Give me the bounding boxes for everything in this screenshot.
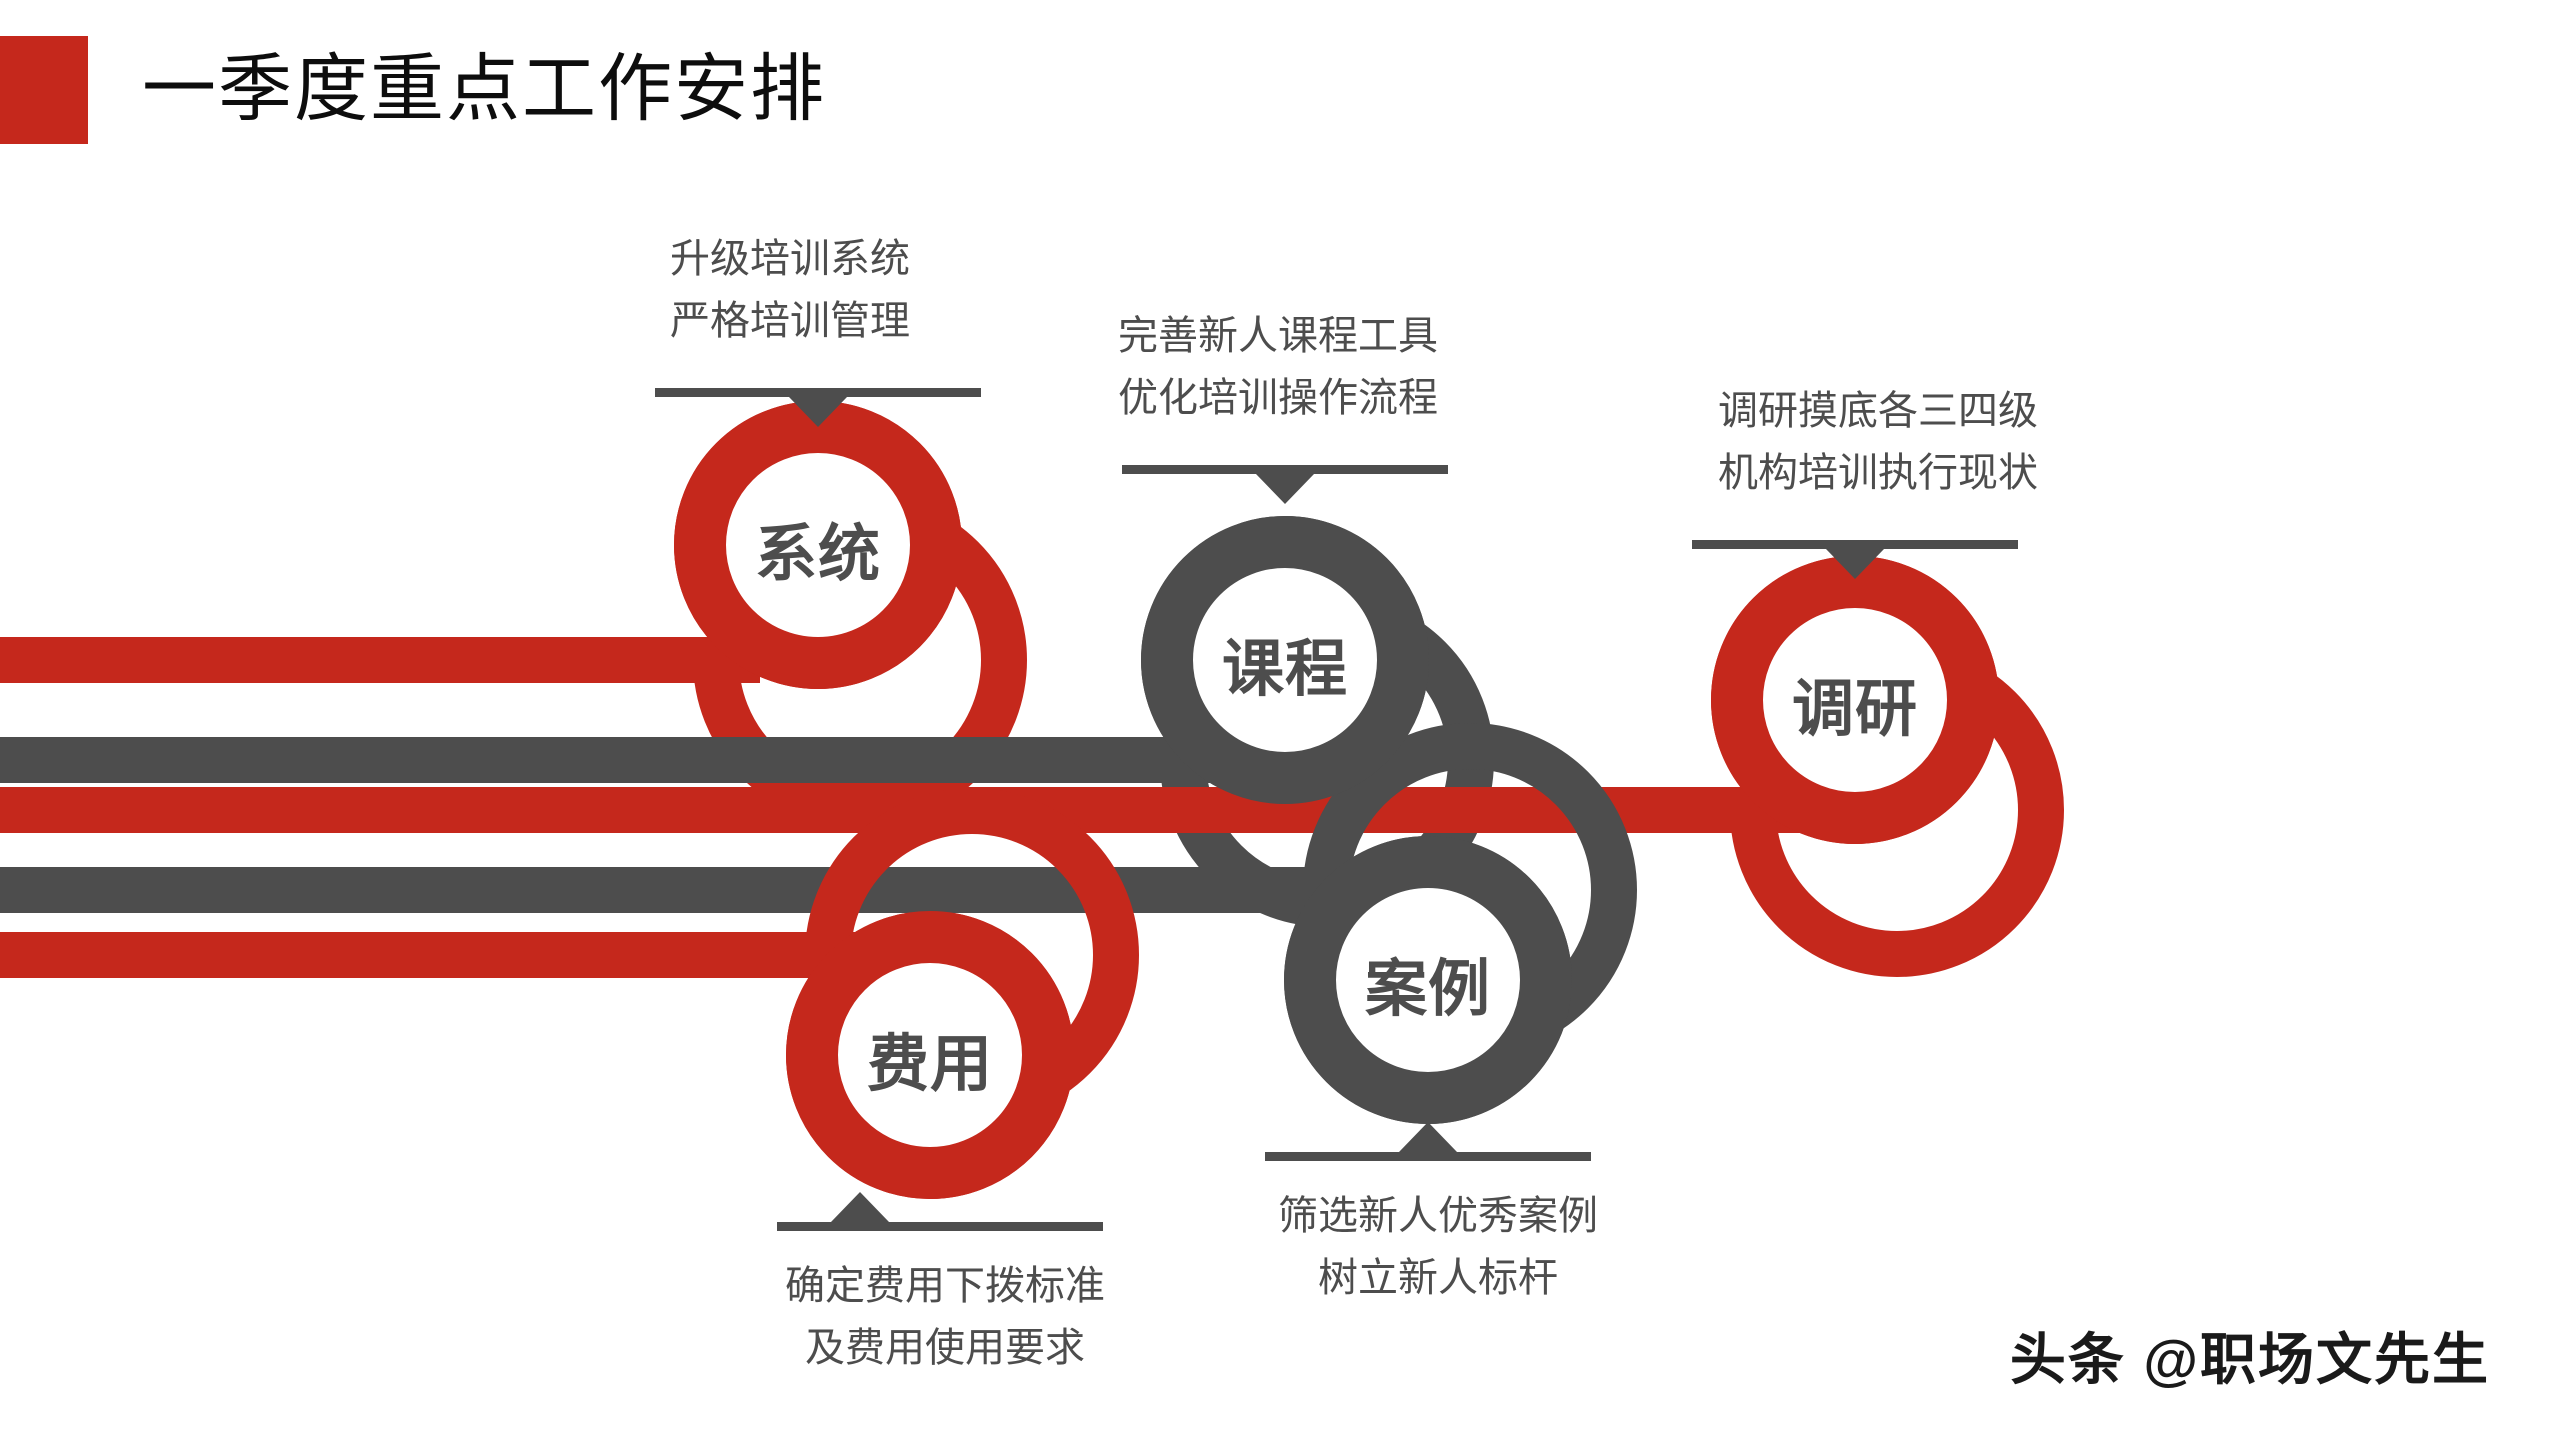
- caption-research-line-2: 机构培训执行现状: [1718, 451, 2038, 495]
- caption-fee: 确定费用下拨标准 及费用使用要求: [665, 1255, 1225, 1379]
- caption-case-line-2: 树立新人标杆: [1318, 1256, 1558, 1300]
- caption-arrow-fee: [831, 1192, 889, 1222]
- ring-fee: [786, 911, 1074, 1199]
- page-title: 一季度重点工作安排: [142, 49, 826, 131]
- caption-research: 调研摸底各三四级 机构培训执行现状: [1598, 380, 2158, 504]
- caption-arrow-research: [1826, 549, 1884, 579]
- caption-research-line-1: 调研摸底各三四级: [1718, 389, 2038, 433]
- ring-label-fee: 费用: [866, 1030, 994, 1099]
- ring-label-case: 案例: [1364, 955, 1492, 1024]
- title-accent-square: [0, 36, 88, 144]
- caption-fee-line-1: 确定费用下拨标准: [785, 1264, 1105, 1308]
- ring-course: [1141, 516, 1429, 804]
- caption-rule-system: [655, 388, 981, 397]
- caption-rule-research: [1692, 540, 2018, 549]
- caption-system-line-2: 严格培训管理: [670, 299, 910, 343]
- ring-case: [1284, 836, 1572, 1124]
- caption-fee-line-2: 及费用使用要求: [805, 1326, 1085, 1370]
- ring-system: [674, 401, 962, 689]
- caption-course: 完善新人课程工具 优化培训操作流程: [998, 305, 1558, 429]
- caption-arrow-case: [1399, 1122, 1457, 1152]
- caption-arrow-system: [789, 397, 847, 427]
- caption-case-line-1: 筛选新人优秀案例: [1278, 1194, 1598, 1238]
- caption-course-line-1: 完善新人课程工具: [1118, 314, 1438, 358]
- caption-rule-case: [1265, 1152, 1591, 1161]
- ring-label-system: 系统: [754, 520, 882, 589]
- watermark: 头条 @职场文先生: [2009, 1328, 2490, 1391]
- caption-rule-fee: [777, 1222, 1103, 1231]
- ring-research: [1711, 556, 1999, 844]
- caption-system-line-1: 升级培训系统: [670, 237, 910, 281]
- ring-label-research: 调研: [1791, 675, 1919, 744]
- ring-label-course: 课程: [1221, 635, 1349, 704]
- caption-case: 筛选新人优秀案例 树立新人标杆: [1158, 1185, 1718, 1309]
- caption-system: 升级培训系统 严格培训管理: [510, 228, 1070, 352]
- caption-rule-course: [1122, 465, 1448, 474]
- caption-arrow-course: [1256, 474, 1314, 504]
- caption-course-line-2: 优化培训操作流程: [1118, 376, 1438, 420]
